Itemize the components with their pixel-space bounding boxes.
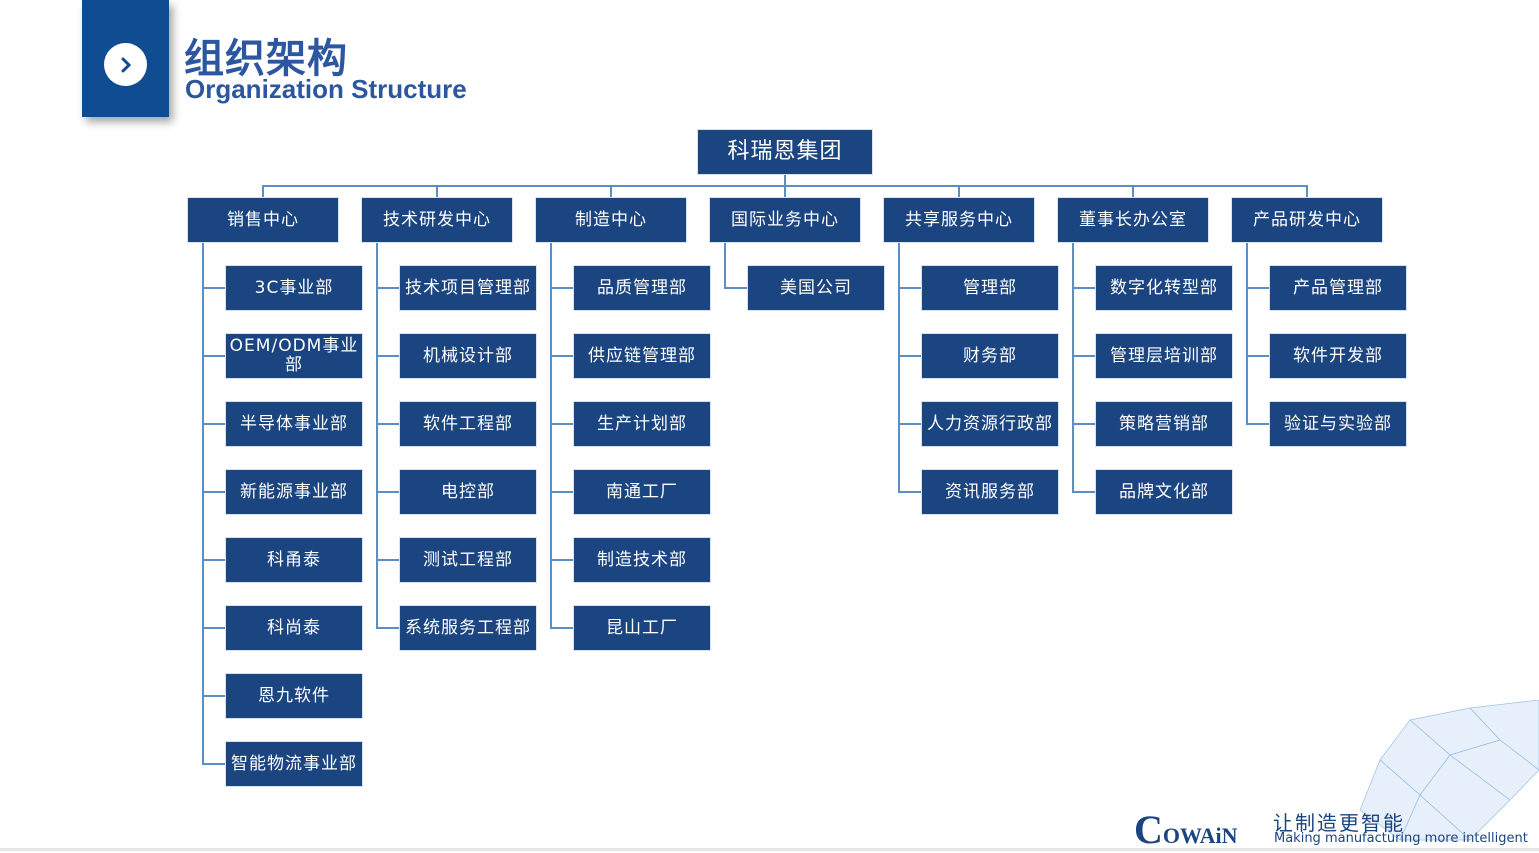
department-node: 技术项目管理部 bbox=[399, 265, 537, 311]
connector-line bbox=[376, 423, 400, 425]
connector-line bbox=[1246, 287, 1270, 289]
center-node: 制造中心 bbox=[535, 197, 687, 243]
connector-line bbox=[202, 491, 226, 493]
department-node: 验证与实验部 bbox=[1269, 401, 1407, 447]
connector-line bbox=[958, 185, 960, 197]
connector-line bbox=[1306, 185, 1308, 197]
department-node: 管理部 bbox=[921, 265, 1059, 311]
department-node: 测试工程部 bbox=[399, 537, 537, 583]
connector-line bbox=[202, 559, 226, 561]
connector-line bbox=[262, 185, 264, 197]
department-node: OEM/ODM事业部 bbox=[225, 333, 363, 379]
connector-line bbox=[898, 243, 900, 493]
connector-line bbox=[202, 627, 226, 629]
connector-line bbox=[376, 287, 400, 289]
department-node: 产品管理部 bbox=[1269, 265, 1407, 311]
connector-line bbox=[550, 355, 574, 357]
department-node: 新能源事业部 bbox=[225, 469, 363, 515]
connector-line bbox=[376, 627, 400, 629]
connector-line bbox=[376, 559, 400, 561]
connector-line bbox=[550, 559, 574, 561]
connector-line bbox=[898, 287, 922, 289]
connector-line bbox=[376, 491, 400, 493]
connector-line bbox=[202, 695, 226, 697]
connector-line bbox=[1072, 287, 1096, 289]
center-node: 产品研发中心 bbox=[1231, 197, 1383, 243]
connector-line bbox=[202, 423, 226, 425]
department-node: 品牌文化部 bbox=[1095, 469, 1233, 515]
chevron-right-icon bbox=[104, 43, 147, 86]
department-node: 品质管理部 bbox=[573, 265, 711, 311]
slogan-en: Making manufacturing more intelligent bbox=[1274, 831, 1528, 846]
connector-line bbox=[550, 491, 574, 493]
department-node: 美国公司 bbox=[747, 265, 885, 311]
department-node: 科甬泰 bbox=[225, 537, 363, 583]
center-node: 技术研发中心 bbox=[361, 197, 513, 243]
connector-line bbox=[376, 243, 378, 629]
connector-line bbox=[898, 423, 922, 425]
connector-line bbox=[376, 355, 400, 357]
connector-line bbox=[202, 763, 226, 765]
connector-line bbox=[784, 175, 786, 186]
connector-line bbox=[1072, 355, 1096, 357]
connector-line bbox=[724, 287, 748, 289]
department-node: 恩九软件 bbox=[225, 673, 363, 719]
department-node: 机械设计部 bbox=[399, 333, 537, 379]
connector-line bbox=[898, 355, 922, 357]
department-node: 生产计划部 bbox=[573, 401, 711, 447]
connector-line bbox=[610, 185, 612, 197]
connector-line bbox=[202, 287, 226, 289]
department-node: 半导体事业部 bbox=[225, 401, 363, 447]
connector-line bbox=[550, 243, 552, 629]
department-node: 3C事业部 bbox=[225, 265, 363, 311]
connector-line bbox=[436, 185, 438, 197]
department-node: 电控部 bbox=[399, 469, 537, 515]
department-node: 财务部 bbox=[921, 333, 1059, 379]
company-logo: COWAiN bbox=[1134, 807, 1238, 852]
department-node: 人力资源行政部 bbox=[921, 401, 1059, 447]
department-node: 智能物流事业部 bbox=[225, 741, 363, 787]
connector-line bbox=[1246, 355, 1270, 357]
connector-line bbox=[1246, 243, 1248, 425]
center-node: 销售中心 bbox=[187, 197, 339, 243]
department-node: 软件开发部 bbox=[1269, 333, 1407, 379]
connector-line bbox=[1072, 491, 1096, 493]
slogan-cn: 让制造更智能 bbox=[1273, 811, 1405, 835]
page-subtitle: Organization Structure bbox=[185, 74, 467, 104]
department-node: 科尚泰 bbox=[225, 605, 363, 651]
department-node: 资讯服务部 bbox=[921, 469, 1059, 515]
department-node: 数字化转型部 bbox=[1095, 265, 1233, 311]
department-node: 制造技术部 bbox=[573, 537, 711, 583]
center-node: 共享服务中心 bbox=[883, 197, 1035, 243]
globe-decoration bbox=[1359, 700, 1539, 841]
page-title: 组织架构 bbox=[184, 36, 348, 82]
connector-line bbox=[784, 185, 786, 197]
footer-bar bbox=[0, 848, 1539, 851]
connector-line bbox=[1072, 423, 1096, 425]
center-node: 董事长办公室 bbox=[1057, 197, 1209, 243]
department-node: 软件工程部 bbox=[399, 401, 537, 447]
connector-line bbox=[1246, 423, 1270, 425]
connector-line bbox=[898, 491, 922, 493]
section-tab bbox=[82, 0, 169, 117]
center-node: 国际业务中心 bbox=[709, 197, 861, 243]
connector-line bbox=[1132, 185, 1134, 197]
root-node: 科瑞恩集团 bbox=[697, 129, 873, 175]
connector-line bbox=[202, 355, 226, 357]
connector-line bbox=[550, 627, 574, 629]
department-node: 系统服务工程部 bbox=[399, 605, 537, 651]
connector-line bbox=[1072, 243, 1074, 493]
connector-line bbox=[724, 243, 726, 289]
connector-line bbox=[550, 423, 574, 425]
department-node: 策略营销部 bbox=[1095, 401, 1233, 447]
department-node: 管理层培训部 bbox=[1095, 333, 1233, 379]
department-node: 昆山工厂 bbox=[573, 605, 711, 651]
connector-line bbox=[202, 243, 204, 765]
department-node: 南通工厂 bbox=[573, 469, 711, 515]
connector-line bbox=[550, 287, 574, 289]
department-node: 供应链管理部 bbox=[573, 333, 711, 379]
